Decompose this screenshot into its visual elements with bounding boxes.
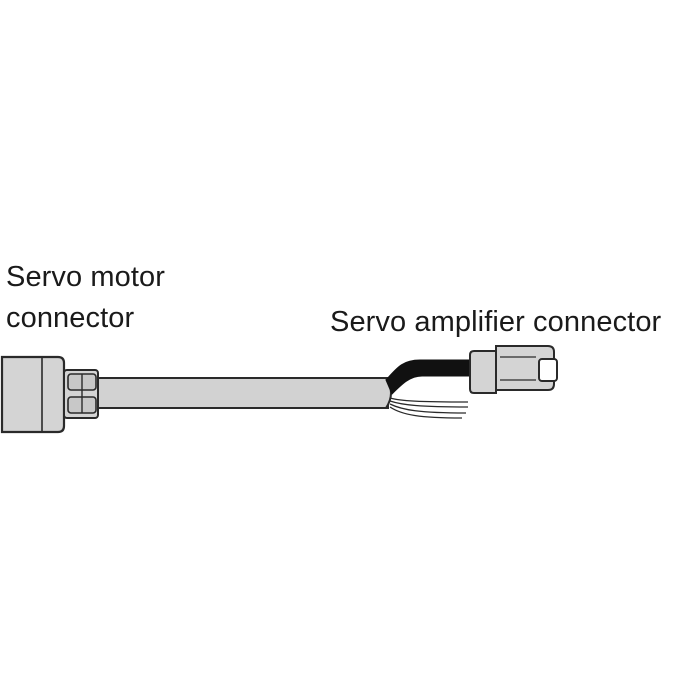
servo-motor-connector [0, 355, 99, 434]
black-lead [385, 359, 476, 395]
signal-wire-4 [389, 406, 463, 419]
servo-amplifier-connector-label: Servo amplifier connector [330, 306, 662, 338]
servo-motor-connector-label-line2: connector [6, 302, 135, 334]
cable-jacket [97, 377, 389, 409]
signal-wire-3 [389, 403, 467, 414]
motor-connector-housing [0, 355, 66, 434]
servo-motor-connector-label-line1: Servo motor [6, 261, 166, 293]
servo-motor-connector-label: Servo motor connector [6, 257, 165, 339]
amplifier-connector-boot [469, 350, 497, 394]
signal-wire-2 [389, 400, 469, 408]
cable [97, 377, 392, 409]
amplifier-connector-window [538, 358, 558, 382]
signal-wire-1 [389, 397, 469, 403]
servo-amplifier-connector [469, 345, 558, 394]
cable-leads [385, 359, 476, 419]
